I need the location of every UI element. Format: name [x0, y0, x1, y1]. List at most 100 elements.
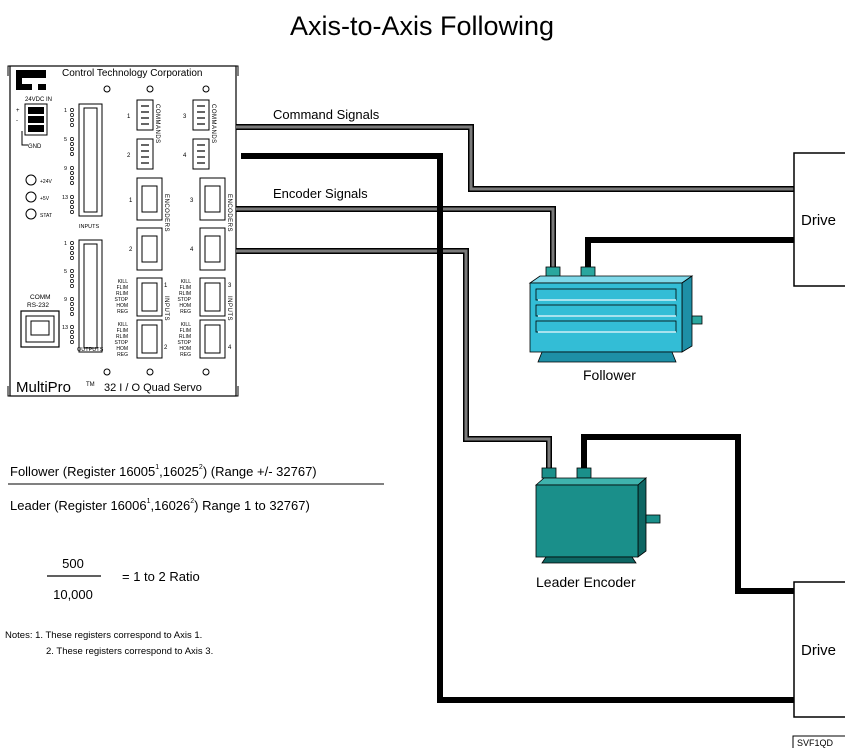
diagram-title: Axis-to-Axis Following — [290, 11, 554, 41]
ratio-numerator: 500 — [62, 556, 84, 571]
io-label: HOM — [116, 303, 128, 309]
io-label: REG — [117, 352, 128, 358]
port-number: 1 — [127, 114, 131, 120]
io-label: KILL — [118, 279, 129, 285]
inputs-connector — [78, 103, 103, 217]
model-description: 32 I / O Quad Servo — [104, 382, 202, 394]
io-label: FLIM — [117, 285, 128, 291]
pin-number: 13 — [62, 195, 68, 201]
note-2: 2. These registers correspond to Axis 3. — [46, 646, 213, 657]
port-number: 4 — [228, 345, 232, 351]
power-connector — [24, 103, 48, 136]
io-label: RLIM — [179, 334, 191, 340]
io-label: HOM — [116, 346, 128, 352]
io-label: FLIM — [117, 328, 128, 334]
port-number: 3 — [228, 283, 232, 289]
port-number: 2 — [129, 247, 133, 253]
command-signals-label: Command Signals — [273, 107, 380, 122]
pin-number: 9 — [64, 297, 67, 303]
io-label: REG — [117, 309, 128, 315]
port-number: 4 — [190, 247, 194, 253]
encoders-label: ENCODERS — [163, 194, 169, 232]
figure-id: SVF1QD — [797, 738, 834, 748]
io-label: KILL — [181, 279, 192, 285]
minus-label: - — [16, 118, 18, 124]
led-24v-label: +24V — [40, 179, 52, 185]
port-number: 4 — [183, 153, 187, 159]
pin-number: 1 — [64, 108, 67, 114]
io-label: RLIM — [116, 291, 128, 297]
io-label: HOM — [179, 303, 191, 309]
io-label: STOP — [114, 297, 128, 303]
rs232-port — [20, 310, 60, 348]
ratio-result: = 1 to 2 Ratio — [122, 569, 200, 584]
brand-label: Control Technology Corporation — [62, 68, 202, 79]
inputs-vertical-label: INPUTS — [163, 296, 169, 321]
drive-lower-label: Drive — [801, 642, 836, 659]
inputs-label: INPUTS — [79, 224, 100, 230]
pin-number: 13 — [62, 325, 68, 331]
io-label: HOM — [179, 346, 191, 352]
formula-numerator: Follower (Register 160051,160252) (Range… — [10, 464, 317, 479]
led-24v — [25, 174, 37, 186]
multipro-controller: Control Technology Corporation 24VDC IN … — [7, 65, 239, 397]
power-label: 24VDC IN — [25, 97, 52, 103]
plus-label: + — [16, 108, 20, 114]
port-number: 3 — [190, 198, 194, 204]
rs232-label: RS-232 — [27, 302, 49, 309]
leader-encoder-motor — [534, 467, 661, 564]
led-stat-label: STAT — [40, 213, 52, 219]
port-number: 3 — [183, 114, 187, 120]
io-label: STOP — [177, 297, 191, 303]
led-5v-label: +5V — [40, 196, 50, 202]
led-5v — [25, 191, 37, 203]
pin-number: 5 — [64, 137, 67, 143]
follower-motor — [528, 266, 703, 363]
io-label: STOP — [114, 340, 128, 346]
drive-upper-label: Drive — [801, 212, 836, 229]
outputs-label: OUTPUTS — [77, 347, 104, 353]
io-label: STOP — [177, 340, 191, 346]
encoder-connectors — [136, 177, 226, 271]
port-number: 1 — [129, 198, 133, 204]
io-label: RLIM — [116, 334, 128, 340]
inputs-vertical-label: INPUTS — [226, 296, 232, 321]
trademark: TM — [86, 382, 95, 388]
command-connectors — [136, 99, 210, 170]
commands-label: COMMANDS — [154, 104, 160, 144]
io-label: KILL — [181, 322, 192, 328]
io-label: FLIM — [180, 285, 191, 291]
pin-number: 9 — [64, 166, 67, 172]
formula-denominator: Leader (Register 160061,160262) Range 1 … — [10, 498, 310, 513]
ratio-example: 500 10,000 = 1 to 2 Ratio — [47, 556, 200, 602]
leader-encoder-label: Leader Encoder — [536, 574, 636, 590]
outputs-connector — [78, 239, 103, 353]
note-1: Notes: 1. These registers correspond to … — [5, 630, 202, 641]
register-formula: Follower (Register 160051,160252) (Range… — [8, 464, 384, 513]
port-number: 2 — [164, 345, 168, 351]
gnd-label: GND — [28, 144, 42, 150]
io-label: KILL — [118, 322, 129, 328]
figure-id-box — [792, 735, 845, 748]
encoders-label: ENCODERS — [226, 194, 232, 232]
port-number: 2 — [127, 153, 131, 159]
ct-logo — [16, 70, 46, 90]
io-label: REG — [180, 309, 191, 315]
encoder-signals-label: Encoder Signals — [273, 186, 368, 201]
drive-lower — [793, 581, 845, 718]
cables — [236, 124, 797, 703]
follower-label: Follower — [583, 367, 636, 383]
led-stat — [25, 208, 37, 220]
io-label-group: KILL FLIM RLIM STOP HOM REG KILL FLIM RL… — [114, 279, 191, 358]
model-name: MultiPro — [16, 379, 71, 396]
ratio-denominator: 10,000 — [53, 587, 93, 602]
commands-label: COMMANDS — [210, 104, 216, 144]
pin-number: 1 — [64, 241, 67, 247]
pin-number: 5 — [64, 269, 67, 275]
port-number: 1 — [164, 283, 168, 289]
io-label: FLIM — [180, 328, 191, 334]
io-label: RLIM — [179, 291, 191, 297]
io-label: REG — [180, 352, 191, 358]
axis-input-connectors — [136, 277, 226, 359]
